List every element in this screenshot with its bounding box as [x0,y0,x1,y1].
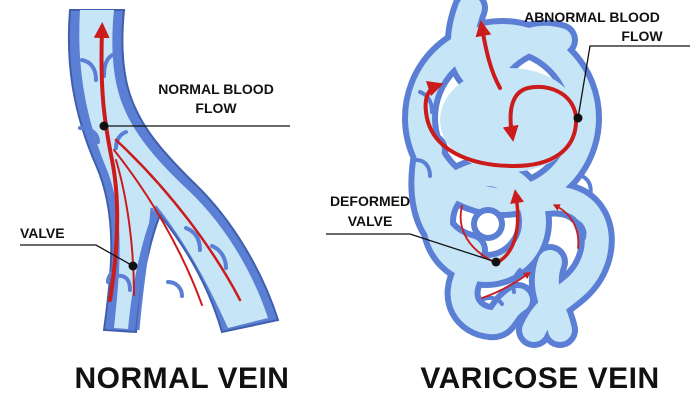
normal-vein-crotch [136,207,154,331]
abnormal-flow-label-line2: FLOW [621,28,663,44]
varicose-lower-hole [471,207,505,241]
varicose-leaders [326,45,690,263]
deformed-valve-label-line1: DEFORMED [330,193,410,209]
normal-flow-label-line1: NORMAL BLOOD [158,81,274,97]
normal-valve-flaps [78,52,228,298]
normal-vein-title: NORMAL VEIN [75,362,290,395]
normal-flow-label-line2: FLOW [195,100,237,116]
normal-flow-arrows [93,22,242,306]
varicose-vein-title: VARICOSE VEIN [420,362,659,395]
varicose-vein-illustration [326,0,690,348]
valve-dot [128,261,138,271]
valve-label: VALVE [20,225,65,241]
deformed-valve-label-line2: VALVE [348,213,393,229]
abnormal-flow-dot [573,113,583,123]
normal-flow-dot [99,121,109,131]
deformed-valve-dot [491,257,501,267]
abnormal-flow-label-line1: ABNORMAL BLOOD [524,9,660,25]
normal-vein-lumen [79,10,269,329]
varicose-flow-arrows [423,20,580,299]
varicose-valve-flaps [414,90,593,306]
normal-vein-illustration [20,9,290,334]
varicose-vein-lumen [408,0,609,342]
normal-leaders [20,125,290,267]
